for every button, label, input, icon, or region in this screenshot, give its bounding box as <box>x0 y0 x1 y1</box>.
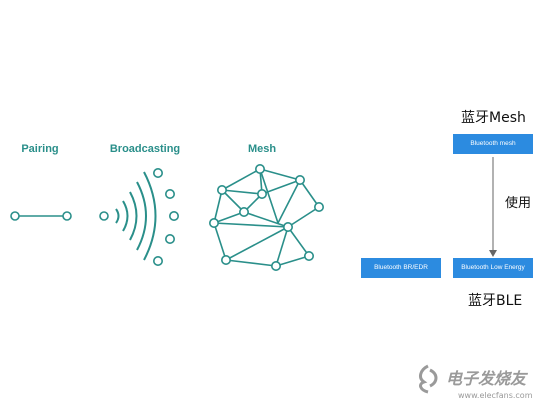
mesh-node <box>282 222 293 233</box>
mesh-node <box>303 251 314 262</box>
mesh-link <box>287 226 310 257</box>
mesh-link <box>213 211 245 224</box>
bluetooth-mesh-box: Bluetooth mesh <box>453 134 533 154</box>
mesh-node <box>209 218 220 229</box>
mesh-node <box>221 255 232 266</box>
broadcast-receiver-node <box>153 255 164 266</box>
mesh-link <box>275 255 310 267</box>
broadcast-wave <box>136 181 147 251</box>
pairing-node <box>10 211 20 221</box>
broadcast-wave <box>143 171 157 261</box>
mesh-link <box>213 222 227 261</box>
mesh-link <box>243 211 289 228</box>
broadcasting-label: Broadcasting <box>109 143 181 155</box>
mesh-link <box>287 206 320 228</box>
broadcast-source-node <box>99 211 109 221</box>
bluetooth-br-edr-box: Bluetooth BR/EDR <box>361 258 441 278</box>
uses-label: 使用 <box>505 196 532 211</box>
mesh-node <box>270 260 281 271</box>
mesh-link <box>261 179 301 195</box>
pairing-label: Pairing <box>21 143 59 155</box>
mesh-link <box>221 168 261 191</box>
broadcast-wave <box>122 200 129 232</box>
watermark-logo-text: 电子发烧友 <box>446 369 527 388</box>
broadcast-receiver-node <box>165 189 176 200</box>
mesh-link <box>277 179 301 224</box>
broadcast-wave <box>129 191 138 241</box>
watermark-logo-icon <box>419 364 438 394</box>
bluetooth-le-box: Bluetooth Low Energy <box>453 258 533 278</box>
mesh-link <box>213 222 289 228</box>
mesh-diagram <box>209 164 324 271</box>
mesh-node <box>255 164 266 175</box>
mesh-link <box>225 259 277 267</box>
mesh-link <box>221 189 245 213</box>
mesh-link <box>213 189 223 224</box>
mesh-node <box>313 202 324 213</box>
mesh-link <box>225 226 289 261</box>
mesh-title: 蓝牙Mesh <box>461 110 526 126</box>
mesh-link <box>259 168 301 181</box>
broadcast-receiver-node <box>169 211 180 222</box>
ble-title: 蓝牙BLE <box>468 293 523 309</box>
broadcast-receiver-node <box>165 234 176 245</box>
mesh-link <box>299 179 320 208</box>
broadcasting-diagram <box>99 168 180 266</box>
mesh-node <box>256 189 267 200</box>
broadcast-receiver-node <box>153 168 164 179</box>
watermark-url: www.elecfans.com <box>458 391 533 400</box>
mesh-node <box>239 207 250 218</box>
mesh-link <box>221 189 263 195</box>
pairing-node <box>62 211 72 221</box>
mesh-link <box>259 168 279 224</box>
pairing-diagram <box>10 211 72 221</box>
mesh-node <box>294 175 305 186</box>
mesh-link <box>275 226 289 267</box>
uses-arrow <box>489 157 497 257</box>
broadcast-wave <box>115 208 120 224</box>
mesh-node <box>217 185 228 196</box>
mesh-label: Mesh <box>247 143 277 155</box>
